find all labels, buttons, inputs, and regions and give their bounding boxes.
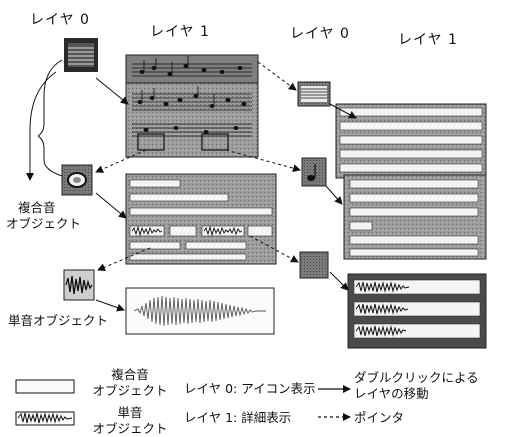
legend-compound-line2: オブジェクト [90,383,170,398]
compound-sound-icon[interactable] [62,165,92,195]
legend-layer0-desc: レイヤ 0: アイコン表示 [184,381,316,396]
waveform-icon[interactable] [64,270,94,300]
legend-compound-line1: 複合音 [100,367,160,382]
legend-pointer: ポインタ [354,410,404,425]
header-layer1-right: レイヤ 1 [398,32,458,49]
legend-layer1-desc: レイヤ 1: 詳細表示 [184,410,291,425]
score-icon[interactable] [64,38,98,72]
staff-detail-panel[interactable] [336,104,486,178]
header-layer1-left: レイヤ 1 [150,24,210,41]
legend-single-line2: オブジェクト [90,421,170,436]
legend-dblclick-line2: レイヤの移動 [354,386,429,401]
waveform-detail-panel[interactable] [126,288,274,334]
score-detail-panel[interactable] [126,55,258,157]
legend-single-line1: 単音 [100,405,160,420]
legend-dblclick-line1: ダブルクリックによる [354,370,479,385]
hierarchy-bracket [30,60,62,180]
note-icon[interactable] [302,158,326,186]
label-single: 単音オブジェクト [8,313,108,328]
waveform-list-panel[interactable] [348,274,486,348]
compound-detail-panel[interactable] [126,174,276,264]
staff-icon[interactable] [298,82,330,106]
label-compound-line2: オブジェクト [6,216,81,231]
label-compound-line1: 複合音 [18,200,56,215]
header-layer0-left: レイヤ 0 [30,12,90,29]
blank-icon[interactable] [300,252,328,278]
note-detail-panel[interactable] [344,175,486,259]
legend-compound-swatch [16,380,74,393]
header-layer0-right: レイヤ 0 [290,26,350,43]
legend-single-swatch [16,412,74,425]
